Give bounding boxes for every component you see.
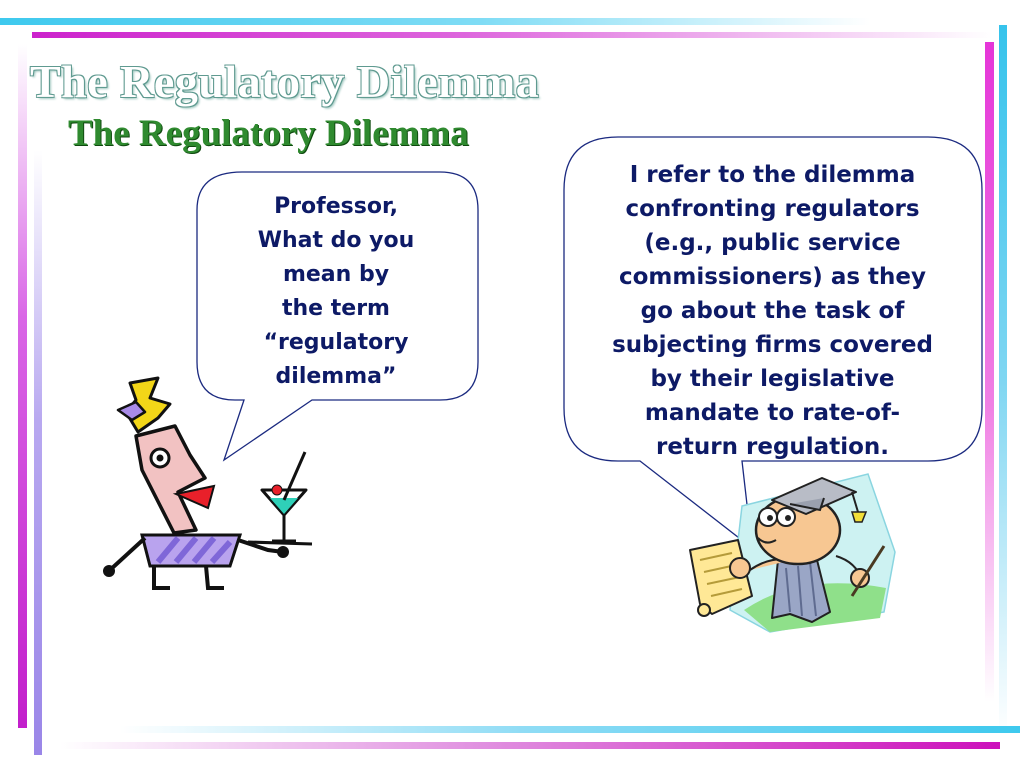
- question-line: Professor,: [274, 194, 398, 219]
- frame-bar-right-pink: [985, 42, 994, 702]
- question-line: mean by: [282, 262, 390, 287]
- question-line: What do you: [257, 228, 415, 253]
- question-line: “regulatory: [263, 330, 409, 355]
- answer-line: commissioners) as they: [618, 264, 927, 290]
- answer-line: I refer to the dilemma: [629, 162, 916, 188]
- frame-bar-right-cyan: [999, 25, 1007, 735]
- question-bubble: [196, 171, 479, 462]
- answer-line: go about the task of: [640, 298, 905, 324]
- answer-line: (e.g., public service: [644, 230, 901, 256]
- professor-with-diploma-clipart: [689, 473, 896, 633]
- answer-line: subjecting firms covered: [612, 332, 933, 358]
- frame-bar-top-cyan: [0, 18, 870, 25]
- question-bubble-text: Professor, What do you mean by the term …: [210, 190, 462, 394]
- frame-bar-bottom-cyan: [120, 726, 1020, 733]
- slide-title: The Regulatory Dilemma: [68, 113, 469, 154]
- answer-bubble-text: I refer to the dilemma confronting regul…: [580, 158, 965, 464]
- frame-bar-left-magenta: [18, 44, 27, 728]
- frame-bar-left-lavender: [34, 150, 42, 755]
- answer-line: mandate to rate-of-: [644, 400, 901, 426]
- question-line: the term: [282, 296, 390, 321]
- answer-line: confronting regulators: [625, 196, 920, 222]
- frame-bar-top-magenta: [32, 32, 992, 38]
- waiter-with-cocktail-clipart: [103, 376, 313, 590]
- frame-bar-bottom-magenta: [60, 742, 1000, 749]
- answer-line: by their legislative: [650, 366, 895, 392]
- question-line: dilemma”: [275, 364, 397, 389]
- answer-line: return regulation.: [655, 434, 889, 460]
- slide-title-shadow: The Regulatory Dilemma: [30, 56, 540, 107]
